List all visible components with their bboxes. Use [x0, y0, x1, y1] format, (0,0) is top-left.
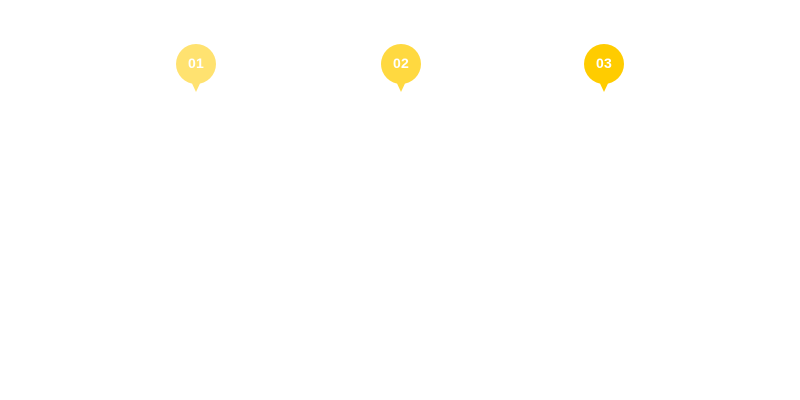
step-number-01: 01 [188, 55, 204, 71]
step-number-02: 02 [393, 55, 409, 71]
step-marker-03[interactable]: 03 [584, 44, 624, 94]
marker-pointer-03 [597, 77, 611, 92]
marker-pointer-02 [394, 77, 408, 92]
step-number-03: 03 [596, 55, 612, 71]
step-marker-01[interactable]: 01 [176, 44, 216, 94]
step-marker-02[interactable]: 02 [381, 44, 421, 94]
marker-pointer-01 [189, 77, 203, 92]
